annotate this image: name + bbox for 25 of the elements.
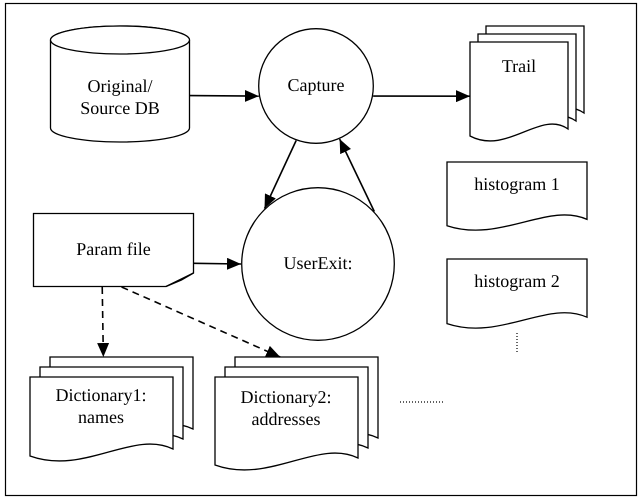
node-label: Capture <box>288 75 344 97</box>
document-stack <box>470 26 584 143</box>
process-circle <box>258 28 374 144</box>
arrow <box>373 90 470 102</box>
document-shape <box>447 259 587 330</box>
node-label: Dictionary1: names <box>54 385 148 429</box>
node-label: Trail <box>502 56 536 78</box>
document-stack <box>30 357 193 463</box>
arrow <box>121 286 281 358</box>
process-circle <box>241 187 395 341</box>
arrow <box>97 286 110 358</box>
database-cylinder <box>50 26 190 142</box>
node-label: Dictionary2: addresses <box>240 387 332 431</box>
node-label: histogram 2 <box>474 271 560 293</box>
node-label: Param file <box>76 239 151 261</box>
arrow <box>194 258 242 270</box>
file-box <box>33 213 194 287</box>
arrow <box>190 90 259 102</box>
node-label: histogram 1 <box>474 174 560 196</box>
arrow <box>264 140 297 209</box>
document-shape <box>447 162 587 232</box>
node-label: UserExit: <box>284 253 352 275</box>
document-stack <box>215 357 378 472</box>
arrow <box>338 138 376 212</box>
node-label: Original/ Source DB <box>79 76 161 120</box>
